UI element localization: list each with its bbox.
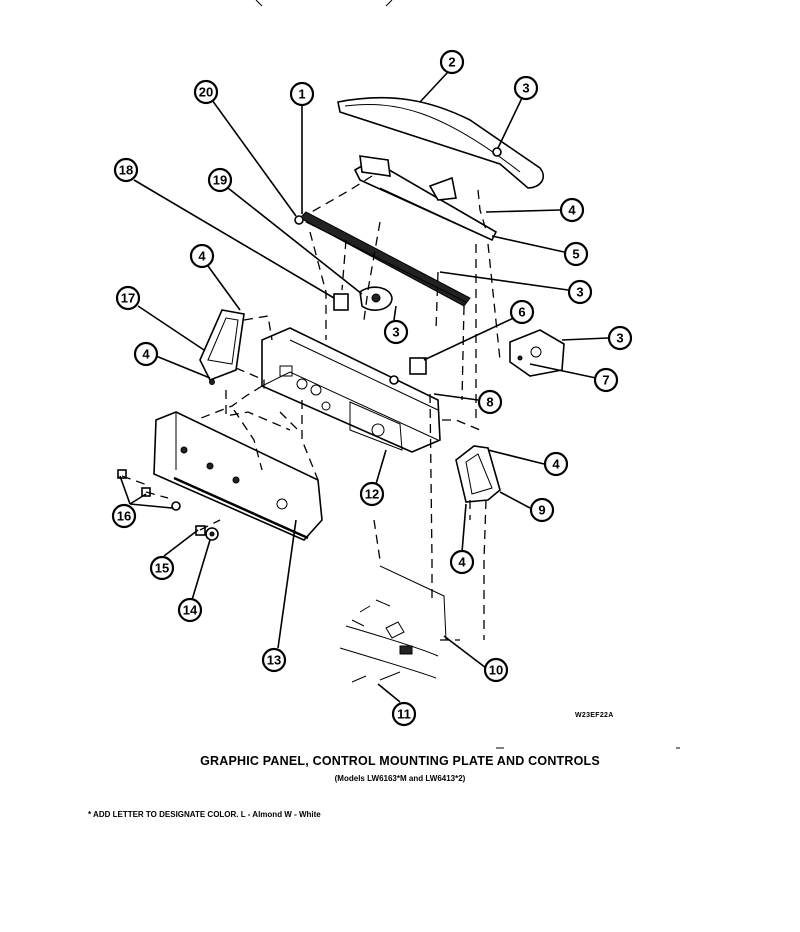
- svg-text:3: 3: [576, 285, 583, 300]
- svg-text:14: 14: [183, 603, 198, 618]
- callout-3-timer: 3: [607, 325, 633, 351]
- callout-10: 10: [483, 657, 509, 683]
- part-small-switch: [389, 357, 427, 385]
- svg-text:6: 6: [518, 305, 525, 320]
- color-footnote: * ADD LETTER TO DESIGNATE COLOR. L - Alm…: [88, 810, 321, 819]
- svg-text:1: 1: [298, 87, 305, 102]
- svg-text:18: 18: [119, 163, 133, 178]
- callout-13: 13: [261, 647, 287, 673]
- callout-20: 20: [193, 79, 219, 105]
- callout-14: 14: [177, 597, 203, 623]
- svg-text:15: 15: [155, 561, 169, 576]
- svg-text:8: 8: [486, 395, 493, 410]
- part-top-cover: [337, 96, 544, 189]
- svg-text:20: 20: [199, 85, 213, 100]
- callout-12: 12: [359, 481, 385, 507]
- callout-4-left: 4: [133, 341, 159, 367]
- part-left-end-cap: [199, 309, 245, 385]
- callout-19: 19: [207, 167, 233, 193]
- callout-8: 8: [477, 389, 503, 415]
- callout-15: 15: [149, 555, 175, 581]
- svg-text:12: 12: [365, 487, 379, 502]
- leader-lines: [119, 71, 609, 703]
- callout-3-small: 3: [383, 319, 409, 345]
- part-long-rail: [294, 211, 471, 307]
- svg-text:4: 4: [552, 457, 560, 472]
- part-lower-plate: [339, 565, 447, 683]
- part-graphic-panel: [153, 411, 323, 541]
- callout-3-mid: 3: [567, 279, 593, 305]
- drawing-code: W23EF22A: [575, 712, 614, 719]
- callout-5: 5: [563, 241, 589, 267]
- callout-7: 7: [593, 367, 619, 393]
- callout-2: 2: [439, 49, 465, 75]
- callout-18: 18: [113, 157, 139, 183]
- part-timer: [509, 329, 565, 377]
- part-control-rail: [353, 155, 498, 242]
- callout-3: 3: [513, 75, 539, 101]
- svg-text:4: 4: [568, 203, 576, 218]
- svg-text:5: 5: [572, 247, 579, 262]
- callout-17: 17: [115, 285, 141, 311]
- svg-text:3: 3: [616, 331, 623, 346]
- callout-4-left-top: 4: [189, 243, 215, 269]
- part-switch-assembly: [333, 286, 393, 311]
- svg-text:10: 10: [489, 663, 503, 678]
- svg-text:9: 9: [538, 503, 545, 518]
- svg-text:4: 4: [198, 249, 206, 264]
- part-right-end-cap: [455, 445, 501, 503]
- callout-9: 9: [529, 497, 555, 523]
- svg-text:13: 13: [267, 653, 281, 668]
- callout-1: 1: [289, 81, 315, 107]
- diagram-title: GRAPHIC PANEL, CONTROL MOUNTING PLATE AN…: [200, 754, 600, 768]
- svg-text:17: 17: [121, 291, 135, 306]
- svg-text:16: 16: [117, 509, 131, 524]
- svg-text:2: 2: [448, 55, 455, 70]
- part-mounting-plate: [261, 327, 441, 453]
- svg-text:7: 7: [602, 373, 609, 388]
- callout-16: 16: [111, 503, 137, 529]
- svg-text:3: 3: [522, 81, 529, 96]
- callout-6: 6: [509, 299, 535, 325]
- svg-text:4: 4: [458, 555, 466, 570]
- svg-text:3: 3: [392, 325, 399, 340]
- svg-text:11: 11: [397, 707, 411, 722]
- callout-4-right: 4: [543, 451, 569, 477]
- svg-text:19: 19: [213, 173, 227, 188]
- assembly-dashed-lines: [121, 175, 501, 641]
- callout-11: 11: [391, 701, 417, 727]
- svg-text:4: 4: [142, 347, 150, 362]
- callout-4-bottom: 4: [449, 549, 475, 575]
- diagram-subtitle: (Models LW6163*M and LW6413*2): [334, 774, 466, 783]
- callout-4-top: 4: [559, 197, 585, 223]
